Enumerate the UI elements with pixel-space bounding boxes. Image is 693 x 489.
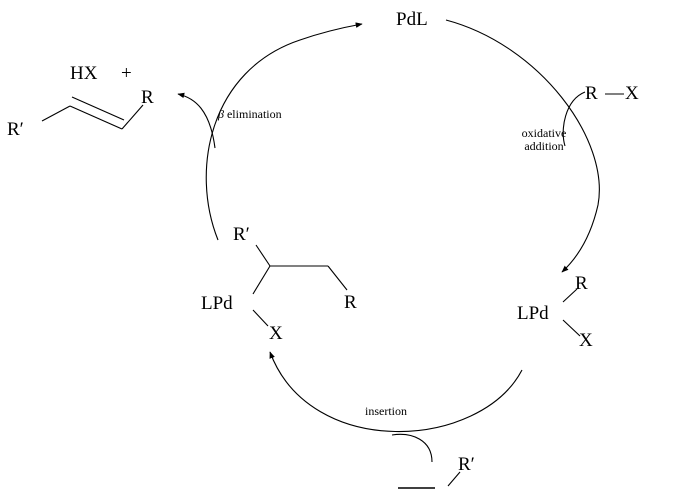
product-r: R	[141, 87, 154, 108]
alkyl-bond-c-r	[327, 265, 348, 291]
alkyl-r: R	[344, 292, 357, 313]
arrow-reactant-entry	[562, 91, 586, 147]
ox-add-metal: LPd	[517, 303, 549, 324]
ox-add-r: R	[575, 273, 588, 294]
beta-symbol: β	[218, 107, 224, 121]
arrow-alkene-entry	[391, 433, 433, 463]
product-double-bond-outer	[69, 105, 123, 130]
oxidative-addition-line2: addition	[524, 139, 564, 153]
alkene-r-prime: R′	[458, 454, 475, 475]
ox-add-x: X	[579, 330, 593, 351]
alkyl-bond-c-r-prime	[255, 244, 271, 267]
insertion-label: insertion	[365, 404, 407, 418]
oxidative-addition-line1: oxidative	[521, 126, 567, 140]
arc-insertion	[269, 351, 523, 433]
product-hx: HX	[70, 63, 98, 84]
product-plus: +	[121, 63, 132, 84]
arc-to-catalyst	[205, 22, 363, 241]
ox-add-bond-x	[562, 319, 581, 337]
alkyl-x: X	[269, 323, 283, 344]
alkyl-bond-pd-c	[252, 265, 271, 295]
beta-elimination-label: β elimination	[218, 108, 282, 120]
product-bond-r-prime	[41, 105, 71, 122]
alkene-bond-r-prime	[447, 471, 461, 487]
reactant-r: R	[585, 83, 598, 104]
alkyl-r-prime: R′	[233, 224, 250, 245]
product-bond-r	[121, 104, 144, 130]
alkyl-metal: LPd	[201, 293, 233, 314]
arrow-product-release	[177, 92, 216, 149]
product-r-prime: R′	[7, 119, 24, 140]
alkyl-bond-pd-x	[252, 309, 269, 327]
catalyst-label: PdL	[396, 9, 428, 30]
ox-add-bond-r	[562, 288, 578, 303]
oxidative-addition-label: oxidative addition	[504, 127, 584, 153]
arc-oxidative-addition	[445, 19, 600, 273]
beta-elimination-text: elimination	[223, 107, 282, 121]
product-double-bond-inner	[71, 96, 125, 121]
reactant-x: X	[625, 83, 639, 104]
